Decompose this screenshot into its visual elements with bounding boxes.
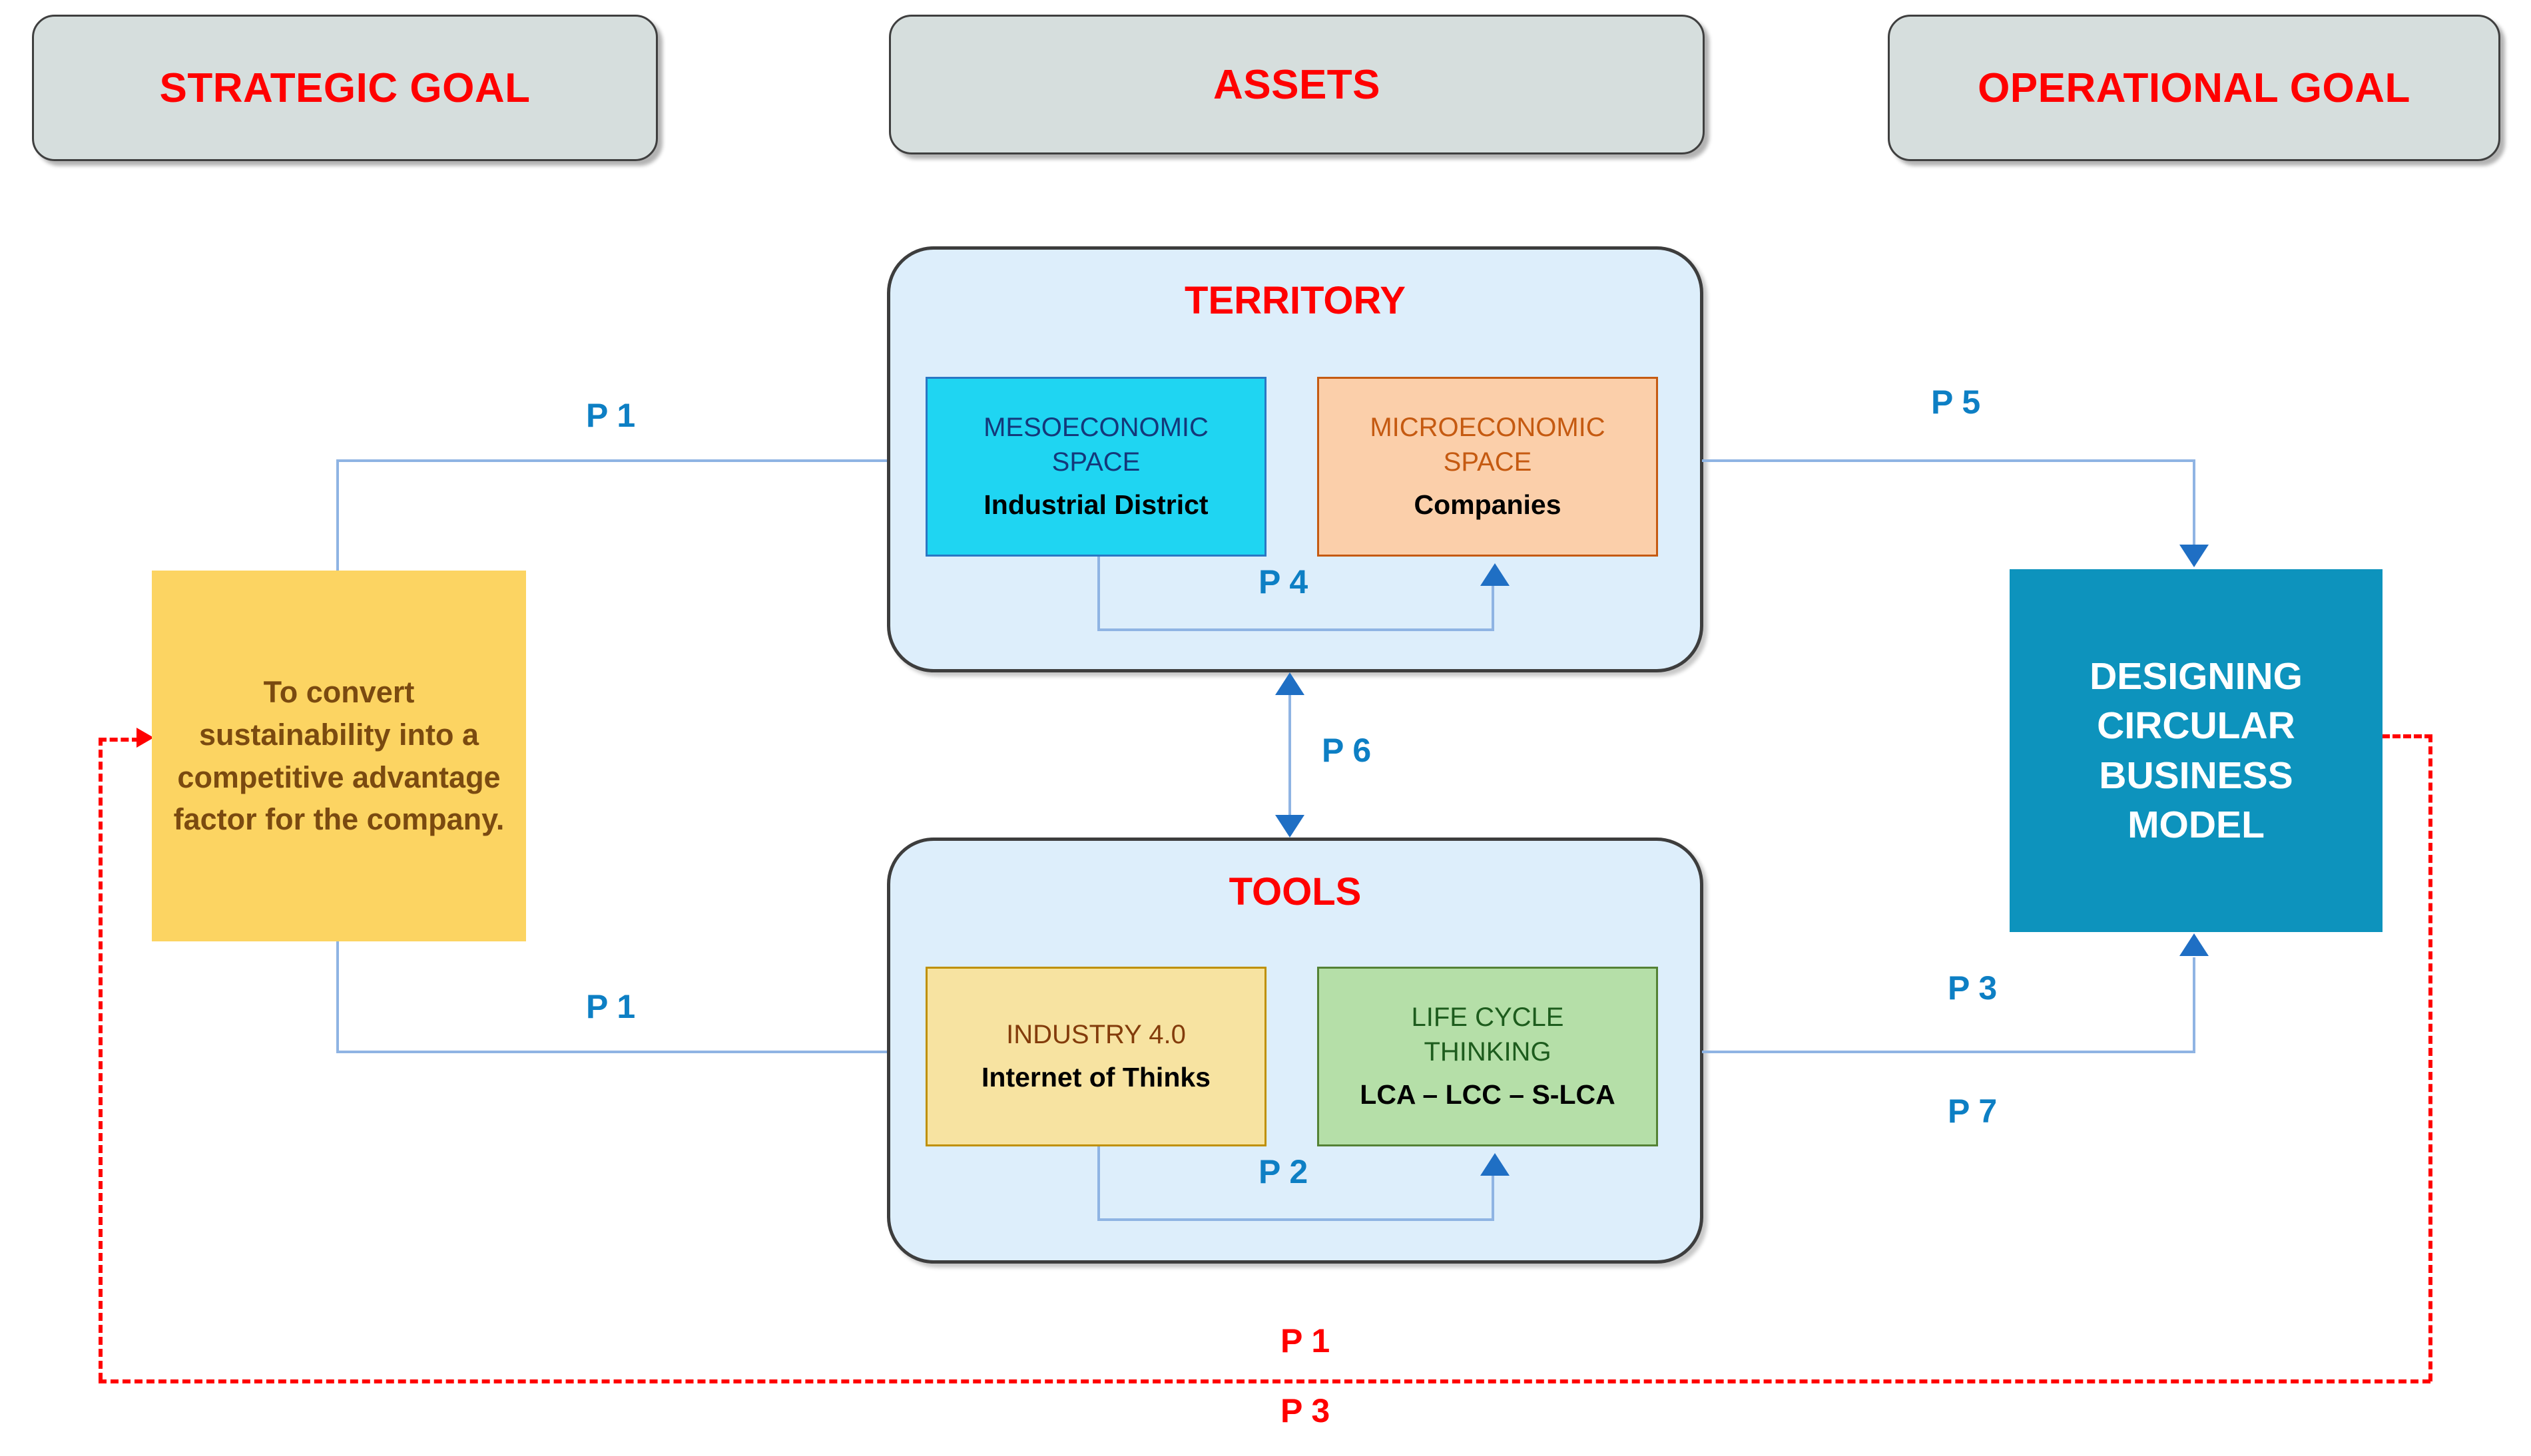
connector-label-p6: P 6 [1322, 732, 1372, 769]
box-microeconomic-space[interactable]: MICROECONOMIC SPACE Companies [1317, 377, 1658, 557]
box-model-line-4: MODEL [2127, 803, 2265, 846]
connector-p2-vertical-start [1097, 1146, 1100, 1221]
box-industry-40[interactable]: INDUSTRY 4.0 Internet of Thinks [926, 967, 1266, 1146]
box-life-cycle-thinking[interactable]: LIFE CYCLE THINKING LCA – LCC – S-LCA [1317, 967, 1658, 1146]
feedback-loop-top-right-segment [2382, 734, 2432, 738]
feedback-loop-right-segment [2428, 734, 2432, 1381]
connector-p1-bottom-vertical [336, 941, 339, 1053]
connector-p6-arrowhead-down [1275, 815, 1304, 838]
header-strategic-goal: STRATEGIC GOAL [32, 15, 658, 161]
feedback-loop-bottom-segment [99, 1379, 2430, 1383]
header-assets: ASSETS [889, 15, 1705, 154]
feedback-loop-left-segment [99, 738, 103, 1381]
connector-p2-horizontal [1097, 1218, 1494, 1221]
connector-label-p7: P 7 [1948, 1092, 1998, 1130]
connector-p1-top-vertical [336, 459, 339, 573]
connector-label-p3-feedback: P 3 [1280, 1392, 1330, 1429]
panel-tools-title: TOOLS [1229, 870, 1362, 913]
connector-label-p3-right: P 3 [1948, 969, 1998, 1007]
box-industry-40-head-1: INDUSTRY 4.0 [1006, 1020, 1186, 1050]
connector-p5-vertical [2193, 459, 2195, 546]
box-industry-40-sub: Internet of Thinks [982, 1062, 1211, 1093]
connector-label-p1-top: P 1 [586, 397, 636, 434]
box-designing-circular-business-model[interactable]: DESIGNING CIRCULAR BUSINESS MODEL [2010, 569, 2383, 932]
box-model-line-3: BUSINESS [2099, 754, 2293, 797]
header-strategic-goal-label: STRATEGIC GOAL [159, 65, 531, 111]
connector-label-p2: P 2 [1259, 1153, 1308, 1190]
box-mesoeconomic-space-head-1: MESOECONOMIC [984, 413, 1209, 443]
feedback-loop-arrowhead [137, 728, 154, 748]
connector-label-p4: P 4 [1259, 563, 1308, 601]
connector-p2-vertical-end [1492, 1176, 1494, 1221]
connector-label-p1-bottom: P 1 [586, 988, 636, 1025]
connector-p6-arrowhead-up [1275, 672, 1304, 695]
box-microeconomic-space-head-2: SPACE [1443, 447, 1532, 477]
box-mesoeconomic-space-sub: Industrial District [984, 489, 1209, 521]
box-mesoeconomic-space[interactable]: MESOECONOMIC SPACE Industrial District [926, 377, 1266, 557]
connector-p4-arrowhead [1480, 563, 1510, 586]
feedback-loop-entry-segment [99, 738, 140, 742]
box-life-cycle-thinking-head-2: THINKING [1424, 1037, 1551, 1067]
box-model-line-1: DESIGNING [2090, 655, 2303, 698]
box-microeconomic-space-head-1: MICROECONOMIC [1370, 413, 1605, 443]
connector-p4-horizontal [1097, 628, 1494, 631]
connector-p6-line [1288, 679, 1291, 831]
connector-p5-arrowhead [2179, 545, 2209, 567]
box-microeconomic-space-sub: Companies [1414, 489, 1561, 521]
connector-label-p1-feedback: P 1 [1280, 1322, 1330, 1359]
connector-p1-top-horizontal [336, 459, 1252, 462]
connector-p4-vertical-end [1492, 586, 1494, 631]
connector-p3-vertical [2193, 957, 2195, 1052]
connector-p3-arrowhead [2179, 933, 2209, 956]
connector-p3-horizontal [1702, 1051, 2195, 1053]
box-model-line-2: CIRCULAR [2097, 704, 2295, 748]
panel-territory-title: TERRITORY [1185, 279, 1406, 322]
connector-p2-arrowhead [1480, 1153, 1510, 1176]
connector-p1-bottom-horizontal [336, 1051, 1252, 1053]
connector-label-p5: P 5 [1931, 383, 1981, 421]
header-assets-label: ASSETS [1213, 61, 1381, 108]
box-mesoeconomic-space-head-2: SPACE [1051, 447, 1141, 477]
header-operational-goal-label: OPERATIONAL GOAL [1978, 65, 2410, 111]
box-life-cycle-thinking-head-1: LIFE CYCLE [1411, 1003, 1564, 1033]
header-operational-goal: OPERATIONAL GOAL [1888, 15, 2500, 161]
box-strategic-goal-statement-text: To convert sustainability into a competi… [173, 674, 505, 837]
connector-p5-horizontal [1702, 459, 2195, 462]
box-life-cycle-thinking-sub: LCA – LCC – S-LCA [1360, 1079, 1615, 1110]
connector-p4-vertical-start [1097, 557, 1100, 631]
box-strategic-goal-statement[interactable]: To convert sustainability into a competi… [152, 571, 526, 941]
